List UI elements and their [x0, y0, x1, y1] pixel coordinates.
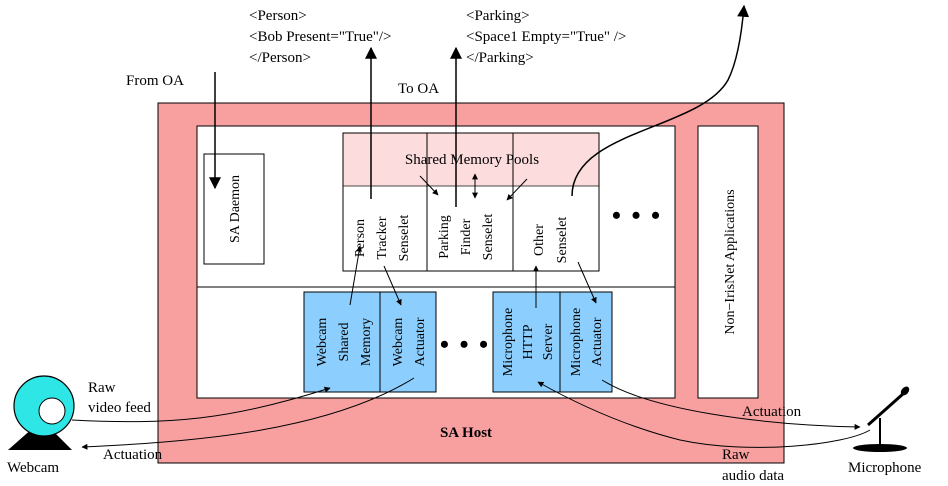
pool-arrow-right — [506, 178, 528, 201]
microphone-http-server-line-1: Microphone — [501, 308, 516, 376]
non-irisnet-label: Non−IrisNet Applications — [723, 189, 738, 334]
webcam-feed-arrow — [71, 386, 331, 423]
sa-host-label: SA Host — [440, 425, 492, 441]
microphone-http-server-box — [492, 291, 561, 393]
person-xml-line-1: <Person> — [249, 8, 307, 24]
parking-xml-line-3: </Parking> — [466, 50, 534, 66]
other-senselet-line-1: Other — [532, 224, 547, 256]
webcam-icon — [8, 375, 75, 450]
microphone-http-server-line-3: Server — [541, 323, 556, 360]
webcam-shared-memory-line-3: Memory — [359, 318, 374, 366]
tracker-to-actuator-arrow — [383, 265, 402, 306]
other-senselet-line-2: Senselet — [555, 217, 570, 264]
person-xml-line-2: <Bob Present="True"/> — [249, 29, 392, 45]
other-senselet-label: Other Senselet — [532, 217, 570, 264]
webcam-shared-memory-line-1: Webcam — [315, 318, 330, 367]
microphone-label: Microphone — [848, 460, 922, 476]
module-ellipsis: • • • — [440, 330, 490, 359]
non-irisnet-box — [697, 125, 759, 399]
person-xml: <Person> <Bob Present="True"/> </Person> — [249, 8, 392, 66]
person-tracker-line-3: Senselet — [397, 215, 412, 262]
to-oa-label: To OA — [398, 81, 439, 97]
webcam-shared-memory-line-2: Shared — [337, 323, 352, 362]
parking-finder-line-3: Senselet — [481, 214, 496, 261]
person-tracker-label: Person Tracker Senselet — [353, 215, 412, 262]
person-tracker-line-1: Person — [353, 219, 368, 257]
pool-arrow-left — [419, 175, 439, 196]
other-to-mic-actuator-arrow — [577, 261, 597, 304]
microphone-icon — [853, 386, 910, 452]
other-output-arrow — [571, 4, 750, 197]
sa-daemon-box — [203, 153, 265, 265]
from-oa-label: From OA — [126, 73, 184, 89]
person-tracker-line-2: Tracker — [375, 216, 390, 259]
person-xml-line-3: </Person> — [249, 50, 311, 66]
raw-audio-line-2: audio data — [722, 468, 784, 484]
parking-xml: <Parking> <Space1 Empty="True" /> </Park… — [466, 8, 626, 66]
senselet-ellipsis: • • • — [612, 201, 662, 230]
other-senselet-box — [512, 132, 600, 272]
shared-memory-pools-label: Shared Memory Pools — [405, 152, 539, 168]
parking-finder-line-1: Parking — [437, 215, 452, 259]
webcam-actuation-label: Actuation — [103, 447, 163, 463]
parking-finder-label: Parking Finder Senselet — [437, 214, 496, 261]
mic-actuation-arrow — [601, 379, 861, 430]
microphone-actuator-label: Microphone Actuator — [569, 308, 605, 376]
microphone-actuator-line-2: Actuator — [590, 317, 605, 366]
webcam-actuator-line-1: Webcam — [391, 318, 406, 367]
parking-xml-line-2: <Space1 Empty="True" /> — [466, 29, 626, 45]
parking-finder-line-2: Finder — [459, 218, 474, 255]
raw-video-feed-line-1: Raw — [88, 380, 116, 396]
raw-audio-line-1: Raw — [722, 447, 750, 463]
raw-audio-arrow — [537, 381, 871, 448]
raw-video-feed-line-2: video feed — [88, 400, 151, 416]
webcam-label: Webcam — [7, 460, 59, 476]
sa-daemon-label: SA Daemon — [228, 175, 243, 243]
webcam-actuator-line-2: Actuator — [413, 317, 428, 366]
webcam-actuator-box — [379, 291, 437, 393]
mic-actuation-label: Actuation — [742, 404, 802, 420]
microphone-http-server-line-2: HTTP — [521, 324, 536, 359]
webcam-actuation-arrow — [81, 377, 415, 450]
microphone-actuator-line-1: Microphone — [569, 308, 584, 376]
webcam-shared-memory-label: Webcam Shared Memory — [315, 318, 374, 367]
microphone-http-server-label: Microphone HTTP Server — [501, 308, 556, 376]
webcam-actuator-label: Webcam Actuator — [391, 317, 428, 366]
shared-memory-to-tracker-arrow — [349, 245, 363, 306]
microphone-actuator-box — [559, 291, 613, 393]
parking-xml-line-1: <Parking> — [466, 8, 530, 24]
